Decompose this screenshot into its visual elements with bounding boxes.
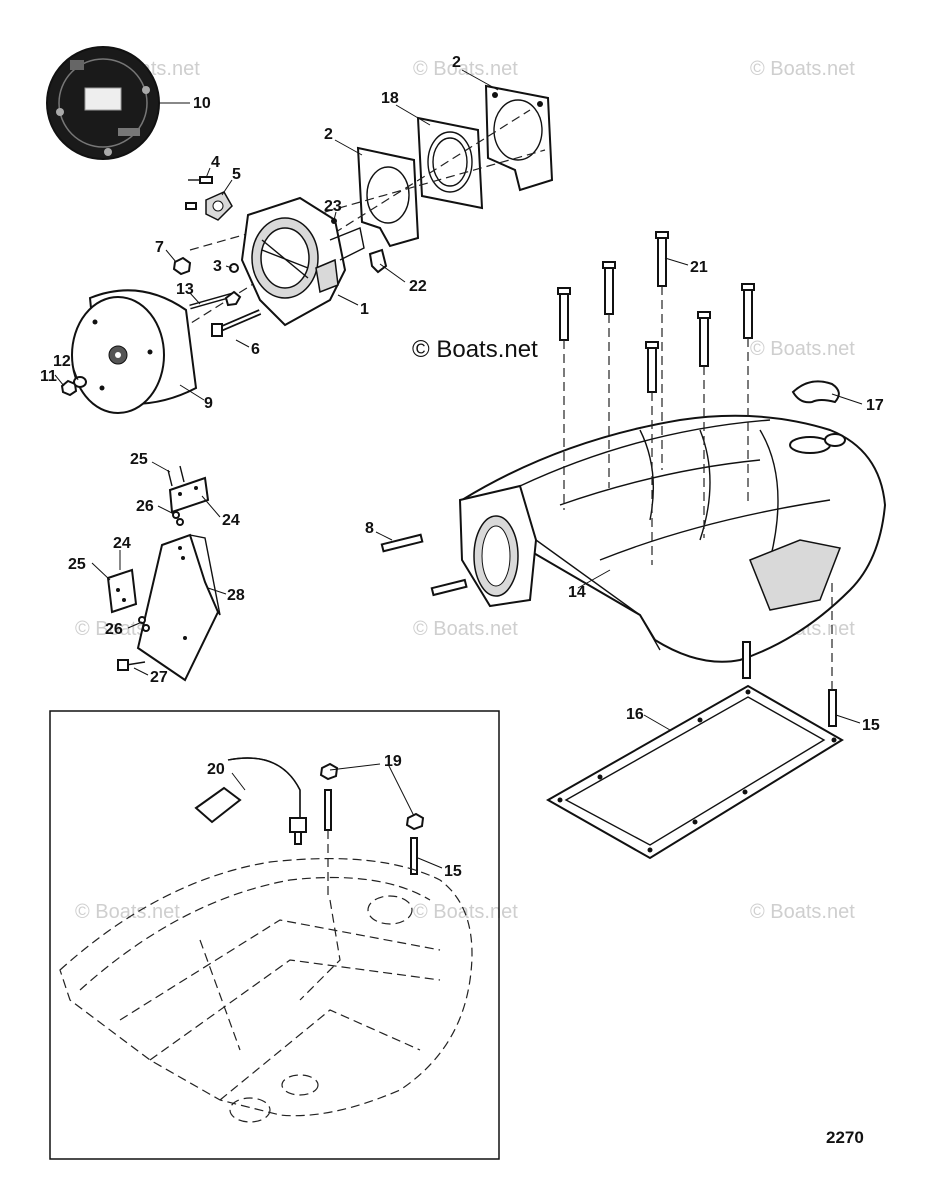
callout-6: 6 xyxy=(251,341,260,358)
callout-3: 3 xyxy=(213,258,222,275)
callout-4: 4 xyxy=(211,154,220,171)
callout-12: 12 xyxy=(53,353,71,370)
watermark: © Boats.net xyxy=(413,618,518,640)
callout-14: 14 xyxy=(568,584,586,601)
copyright-label: © Boats.net xyxy=(412,336,538,363)
watermark: © Boats.net xyxy=(750,58,855,80)
part-16-gasket xyxy=(545,684,844,860)
callout-26: 26 xyxy=(105,621,123,638)
callout-5: 5 xyxy=(232,166,241,183)
callout-1: 1 xyxy=(360,301,369,318)
callout-17: 17 xyxy=(866,397,884,414)
callout-28: 28 xyxy=(227,587,245,604)
callout-18: 18 xyxy=(381,90,399,107)
callout-27: 27 xyxy=(150,669,168,686)
watermark: © Boats.net xyxy=(75,901,180,923)
callout-8: 8 xyxy=(365,520,374,537)
gasket-2-rear xyxy=(484,84,554,192)
watermark: © Boats.net xyxy=(413,58,518,80)
inset-content xyxy=(59,757,473,1123)
part-9-cover xyxy=(60,289,198,414)
leader-lines xyxy=(54,69,863,869)
callout-24: 24 xyxy=(222,512,240,529)
callout-7: 7 xyxy=(155,239,164,256)
callout-15: 15 xyxy=(862,717,880,734)
callout-2: 2 xyxy=(324,126,333,143)
callout-2: 2 xyxy=(452,54,461,71)
callout-19: 19 xyxy=(384,753,402,770)
bracket-assembly xyxy=(106,465,221,682)
callout-15: 15 xyxy=(444,863,462,880)
callout-24: 24 xyxy=(113,535,131,552)
callout-9: 9 xyxy=(204,395,213,412)
callout-25: 25 xyxy=(68,556,86,573)
bolts xyxy=(380,231,837,727)
part-10-decal xyxy=(46,46,160,160)
part-1-throttle-body xyxy=(240,196,365,327)
inset-frame xyxy=(49,710,500,1160)
callout-10: 10 xyxy=(193,95,211,112)
watermark: © Boats.net xyxy=(413,901,518,923)
callout-25: 25 xyxy=(130,451,148,468)
callout-23: 23 xyxy=(324,198,342,215)
watermark: © Boats.net xyxy=(750,338,855,360)
callout-16: 16 xyxy=(626,706,644,723)
callouts: 10 2 18 2 4 5 23 7 3 22 13 1 6 21 12 11 … xyxy=(40,54,884,880)
small-hardware xyxy=(172,176,388,337)
callout-20: 20 xyxy=(207,761,225,778)
callout-13: 13 xyxy=(176,281,194,298)
gasket-18 xyxy=(416,116,484,210)
watermark: © Boats.net xyxy=(750,901,855,923)
part-17-clip xyxy=(791,380,840,404)
callout-11: 11 xyxy=(40,368,57,385)
callout-26: 26 xyxy=(136,498,154,515)
callout-22: 22 xyxy=(409,278,427,295)
gasket-2-front xyxy=(356,146,420,248)
diagram-number: 2270 xyxy=(826,1128,864,1147)
callout-21: 21 xyxy=(690,259,708,276)
